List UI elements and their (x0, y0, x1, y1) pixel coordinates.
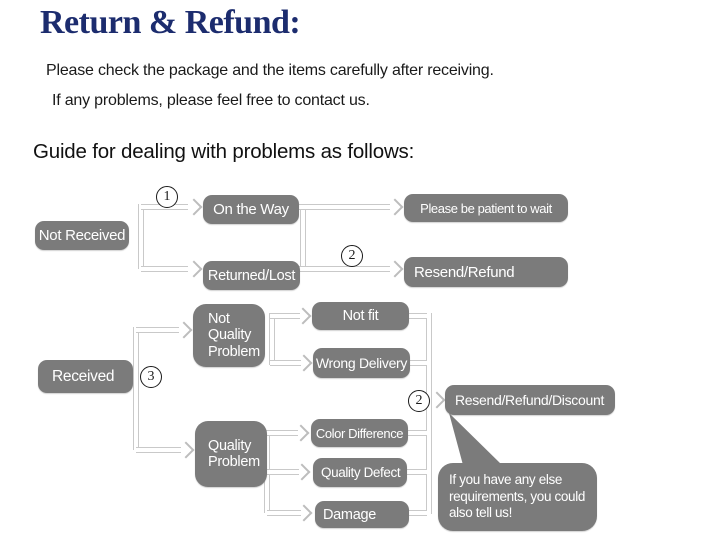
node-resend-refund-discount: Resend/Refund/Discount (445, 385, 615, 415)
connector-line (266, 469, 299, 475)
arrow-right-icon (177, 441, 195, 459)
connector-line (299, 266, 390, 272)
arrow-right-icon (295, 354, 313, 372)
node-not-received: Not Received (35, 221, 129, 250)
node-resend-refund: Resend/Refund (404, 257, 568, 287)
page-title: Return & Refund: (40, 4, 301, 41)
node-not-quality-problem: Not Quality Problem (193, 304, 265, 367)
step-2-badge: 2 (408, 390, 430, 412)
arrow-right-icon (293, 463, 311, 481)
connector-line (136, 327, 179, 333)
node-wrong-delivery: Wrong Delivery (313, 348, 410, 378)
connector-line (405, 469, 427, 475)
connector-line (408, 360, 427, 366)
intro-line-1: Please check the package and the items c… (46, 62, 494, 79)
connector-line (269, 313, 275, 365)
node-on-the-way: On the Way (203, 195, 299, 224)
arrow-right-icon (295, 504, 313, 522)
node-quality-problem: Quality Problem (195, 421, 267, 487)
node-quality-defect: Quality Defect (313, 458, 407, 487)
step-1-badge: 1 (156, 186, 178, 208)
arrow-right-icon (386, 198, 404, 216)
node-color-difference: Color Difference (311, 419, 408, 447)
connector-line (406, 430, 427, 436)
node-returned-lost: Returned/Lost (203, 261, 300, 290)
arrow-right-icon (185, 260, 203, 278)
connector-line (300, 204, 306, 269)
arrow-right-icon (294, 307, 312, 325)
connector-line (267, 510, 301, 516)
guide-heading: Guide for dealing with problems as follo… (33, 140, 415, 163)
speech-bubble-tail (449, 413, 502, 465)
arrow-right-icon (175, 321, 193, 339)
step-2-badge: 2 (341, 245, 363, 267)
step-3-badge: 3 (140, 366, 162, 388)
connector-line (266, 430, 298, 436)
node-not-fit: Not fit (312, 302, 409, 330)
node-please-be-patient: Please be patient to wait (404, 194, 568, 222)
connector-line (407, 510, 427, 516)
node-damage: Damage (315, 501, 409, 528)
arrow-right-icon (386, 260, 404, 278)
arrow-right-icon (292, 424, 310, 442)
connector-line (270, 313, 300, 319)
node-received: Received (38, 360, 133, 393)
note-bubble: If you have any else requirements, you c… (438, 463, 597, 531)
connector-line (426, 313, 432, 514)
connector-line (407, 313, 427, 319)
connector-line (298, 204, 390, 210)
connector-line (136, 447, 181, 453)
intro-line-2: If any problems, please feel free to con… (52, 92, 370, 109)
connector-line (138, 204, 144, 269)
connector-line (141, 266, 188, 272)
arrow-right-icon (185, 198, 203, 216)
connector-line (133, 327, 139, 450)
connector-line (270, 360, 301, 366)
